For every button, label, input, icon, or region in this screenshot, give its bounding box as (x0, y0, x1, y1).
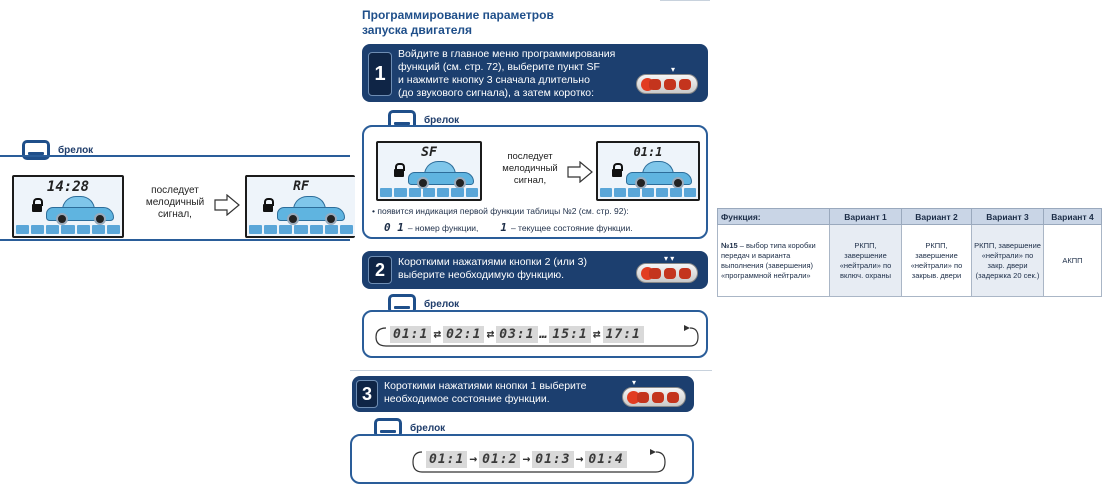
box2: 01:1 ⇄ 02:1 ⇄ 03:1 … 15:1 ⇄ 17:1 (362, 310, 708, 358)
fob-label: брелок (410, 422, 446, 434)
header-variant-4: Вариант 4 (1043, 208, 1102, 225)
legend-state: 1 (500, 221, 507, 234)
box1: SF последует мелодичный сигнал, 01:1 • п… (362, 125, 708, 239)
legend-state-text: – текущее состояние функции. (510, 222, 633, 233)
title-rule (660, 0, 710, 1)
function-text: – выбор типа коробки передач и варианта … (721, 240, 816, 280)
car-icon (277, 193, 345, 225)
fob-label: брелок (424, 114, 460, 126)
legend-code-text: – номер функции, (407, 222, 479, 233)
code-0201: 02:1 (443, 326, 485, 343)
remote-buttons-icon (622, 387, 686, 407)
cell-variant-2: РКПП, завершение «нейтрали» по закрыв. д… (901, 224, 972, 297)
step1-panel: 1 Войдите в главное меню программировани… (362, 44, 708, 102)
cycle-arrow-icon (375, 325, 699, 347)
lcd-status-icons (380, 188, 478, 197)
header-variant-3: Вариант 3 (971, 208, 1044, 225)
follows-text: последует мелодичный сигнал, (145, 185, 205, 220)
fob-label: брелок (58, 144, 94, 156)
table-row: №15 – выбор типа коробки передач и вариа… (717, 224, 1102, 297)
step2-text: Короткими нажатиями кнопки 2 (или 3) выб… (398, 256, 587, 281)
step3-rule (350, 370, 712, 371)
ellipsis: … (539, 327, 548, 342)
car-icon (626, 159, 692, 189)
lcd-status-icons (16, 225, 120, 234)
lock-icon (394, 163, 405, 177)
box1-note: • появится индикация первой функции табл… (372, 206, 629, 216)
lcd-0101-text: 01:1 (633, 145, 663, 159)
step1-number: 1 (368, 52, 392, 96)
function-table: Функция: Вариант 1 Вариант 2 Вариант 3 В… (717, 208, 1102, 297)
header-variant-1: Вариант 1 (829, 208, 902, 225)
code-0101: 01:1 (426, 451, 468, 468)
left-frame (0, 155, 350, 241)
button-indicator-icon: ▾ ▾ (664, 254, 675, 263)
step2-panel: 2 Короткими нажатиями кнопки 2 (или 3) в… (362, 251, 708, 289)
box3: 01:1 → 01:2 → 01:3 → 01:4 (350, 434, 694, 484)
lock-icon (263, 198, 274, 212)
header-variant-2: Вариант 2 (901, 208, 972, 225)
step1-text: Войдите в главное меню программирования … (398, 48, 616, 99)
lcd-rf-text: RF (293, 179, 309, 194)
remote-buttons-icon (636, 263, 698, 283)
code-0104: 01:4 (585, 451, 627, 468)
step3-text: Короткими нажатиями кнопки 1 выберите не… (384, 380, 587, 405)
title: Программирование параметров запуска двиг… (362, 8, 554, 37)
car-icon (46, 193, 114, 225)
arrow-right-icon: → (575, 452, 584, 467)
button-indicator-icon: ▾ (632, 378, 637, 387)
lcd-status-icons (600, 188, 696, 197)
step3-number: 3 (356, 380, 378, 408)
table-header-row: Функция: Вариант 1 Вариант 2 Вариант 3 В… (717, 208, 1102, 225)
box2-code-row: 01:1 ⇄ 02:1 ⇄ 03:1 … 15:1 ⇄ 17:1 (390, 326, 644, 343)
cell-variant-4: АКПП (1043, 224, 1102, 297)
cell-function: №15 – выбор типа коробки передач и вариа… (717, 224, 830, 297)
fob-label: брелок (424, 298, 460, 310)
function-number: №15 (721, 240, 738, 250)
arrow-right-icon: → (522, 452, 531, 467)
lcd-display-sf: SF (376, 141, 482, 201)
remote-buttons-icon (636, 74, 698, 94)
code-0301: 03:1 (496, 326, 538, 343)
step3-panel: 3 Короткими нажатиями кнопки 1 выберите … (352, 376, 694, 412)
lock-icon (612, 163, 623, 177)
lock-icon (32, 198, 43, 212)
header-function: Функция: (717, 208, 830, 225)
lcd-display-rf: RF (245, 175, 355, 238)
lcd-time-text: 14:28 (46, 179, 90, 195)
exchange-arrow-icon: ⇄ (592, 327, 601, 342)
car-icon (408, 159, 474, 189)
legend-code: 0 1 (384, 221, 404, 234)
code-1701: 17:1 (602, 326, 644, 343)
code-1501: 15:1 (549, 326, 591, 343)
lcd-display-time: 14:28 (12, 175, 124, 238)
arrow-right-icon (214, 194, 240, 216)
cycle-arrow-icon (412, 449, 666, 473)
box1-follows-text: последует мелодичный сигнал, (502, 151, 558, 186)
cell-variant-3: РКПП, завершение «нейтрали» по закр. две… (971, 224, 1044, 297)
cell-variant-1: РКПП, завершение «нейтрали» по включ. ох… (829, 224, 902, 297)
lcd-status-icons (249, 225, 353, 234)
button-indicator-icon: ▾ (671, 65, 676, 74)
code-0101: 01:1 (390, 326, 432, 343)
arrow-right-icon: → (469, 452, 478, 467)
code-0103: 01:3 (532, 451, 574, 468)
step2-number: 2 (368, 256, 392, 284)
exchange-arrow-icon: ⇄ (486, 327, 495, 342)
box3-code-row: 01:1 → 01:2 → 01:3 → 01:4 (426, 451, 627, 468)
code-0102: 01:2 (479, 451, 521, 468)
lcd-sf-text: SF (421, 145, 437, 160)
lcd-display-0101: 01:1 (596, 141, 700, 201)
box1-legend: 0 1 – номер функции, 1 – текущее состоян… (384, 221, 633, 234)
arrow-right-icon (567, 161, 593, 183)
exchange-arrow-icon: ⇄ (433, 327, 442, 342)
